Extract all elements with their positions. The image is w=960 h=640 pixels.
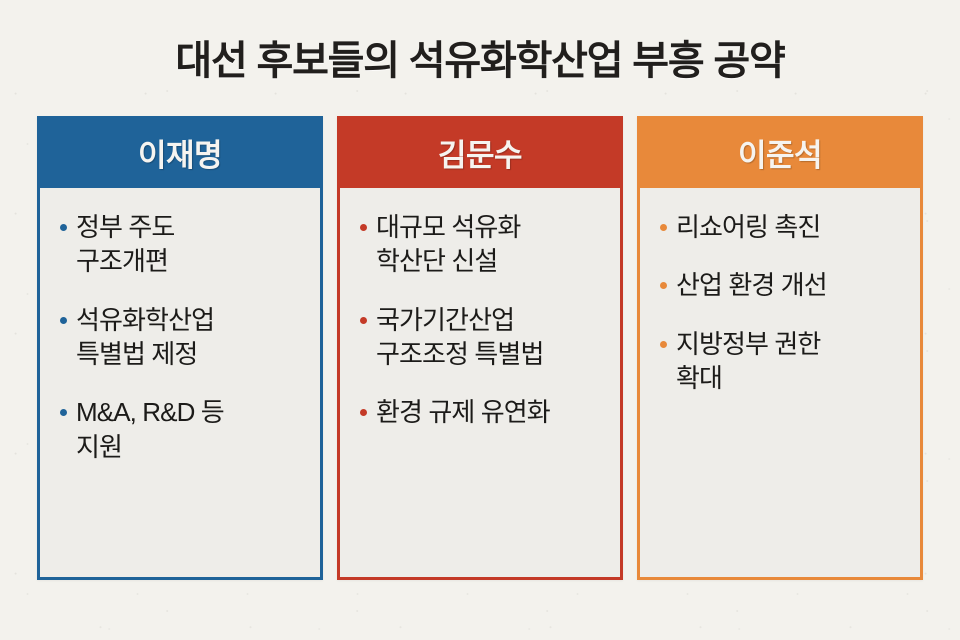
pledge-text: 대규모 석유화 학산단 신설 bbox=[376, 212, 521, 277]
candidate-name-2: 김문수 bbox=[437, 137, 523, 173]
pledge-item: 산업 환경 개선 bbox=[656, 268, 906, 302]
candidate-header-1: 이재명 bbox=[37, 116, 323, 188]
pledge-item: 석유화학산업 특별법 제정 bbox=[56, 303, 306, 372]
pledge-text: 지방정부 권한 확대 bbox=[676, 328, 821, 393]
pledge-text: M&A, R&D 등 지원 bbox=[76, 397, 225, 462]
bullet-dot-icon bbox=[360, 224, 367, 231]
pledge-text: 국가기간산업 구조조정 특별법 bbox=[376, 304, 544, 369]
pledge-list-1: 정부 주도 구조개편 석유화학산업 특별법 제정 M&A, R&D 등 지원 bbox=[40, 188, 320, 577]
pledge-text: 리쇼어링 촉진 bbox=[676, 212, 821, 242]
pledge-text: 정부 주도 구조개편 bbox=[76, 212, 175, 277]
bullet-dot-icon bbox=[360, 316, 367, 324]
candidate-cards: 이재명 정부 주도 구조개편 석유화학산업 특별법 제정 M&A, R&D 등 … bbox=[37, 116, 923, 580]
candidate-name-1: 이재명 bbox=[137, 137, 223, 173]
pledge-item: 국가기간산업 구조조정 특별법 bbox=[356, 303, 606, 372]
bullet-dot-icon bbox=[60, 316, 67, 324]
page-title: 대선 후보들의 석유화학산업 부흥 공약 bbox=[175, 39, 785, 83]
candidate-header-3: 이준석 bbox=[637, 116, 923, 188]
bullet-dot-icon bbox=[60, 409, 67, 417]
pledge-item: 대규모 석유화 학산단 신설 bbox=[356, 210, 606, 279]
candidate-card-2: 김문수 대규모 석유화 학산단 신설 국가기간산업 구조조정 특별법 환경 규제… bbox=[337, 116, 623, 580]
pledge-text: 산업 환경 개선 bbox=[676, 270, 828, 301]
candidate-card-1: 이재명 정부 주도 구조개편 석유화학산업 특별법 제정 M&A, R&D 등 … bbox=[37, 116, 323, 580]
pledge-text: 환경 규제 유연화 bbox=[376, 397, 551, 428]
candidate-card-3: 이준석 리쇼어링 촉진 산업 환경 개선 지방정부 권한 확대 bbox=[637, 116, 923, 580]
bullet-dot-icon bbox=[360, 409, 367, 417]
pledge-item: 지방정부 권한 확대 bbox=[656, 327, 906, 396]
pledge-text: 석유화학산업 특별법 제정 bbox=[76, 304, 215, 369]
bullet-dot-icon bbox=[660, 340, 667, 348]
pledge-item: M&A, R&D 등 지원 bbox=[56, 395, 306, 464]
pledge-item: 리쇼어링 촉진 bbox=[656, 210, 906, 244]
pledge-item: 정부 주도 구조개편 bbox=[56, 210, 306, 279]
pledge-item: 환경 규제 유연화 bbox=[356, 395, 606, 429]
pledge-list-3: 리쇼어링 촉진 산업 환경 개선 지방정부 권한 확대 bbox=[640, 188, 920, 577]
bullet-dot-icon bbox=[60, 224, 67, 231]
candidate-name-3: 이준석 bbox=[737, 137, 823, 173]
bullet-dot-icon bbox=[660, 224, 667, 231]
pledge-list-2: 대규모 석유화 학산단 신설 국가기간산업 구조조정 특별법 환경 규제 유연화 bbox=[340, 188, 620, 577]
bullet-dot-icon bbox=[660, 282, 667, 290]
candidate-header-2: 김문수 bbox=[337, 116, 623, 188]
